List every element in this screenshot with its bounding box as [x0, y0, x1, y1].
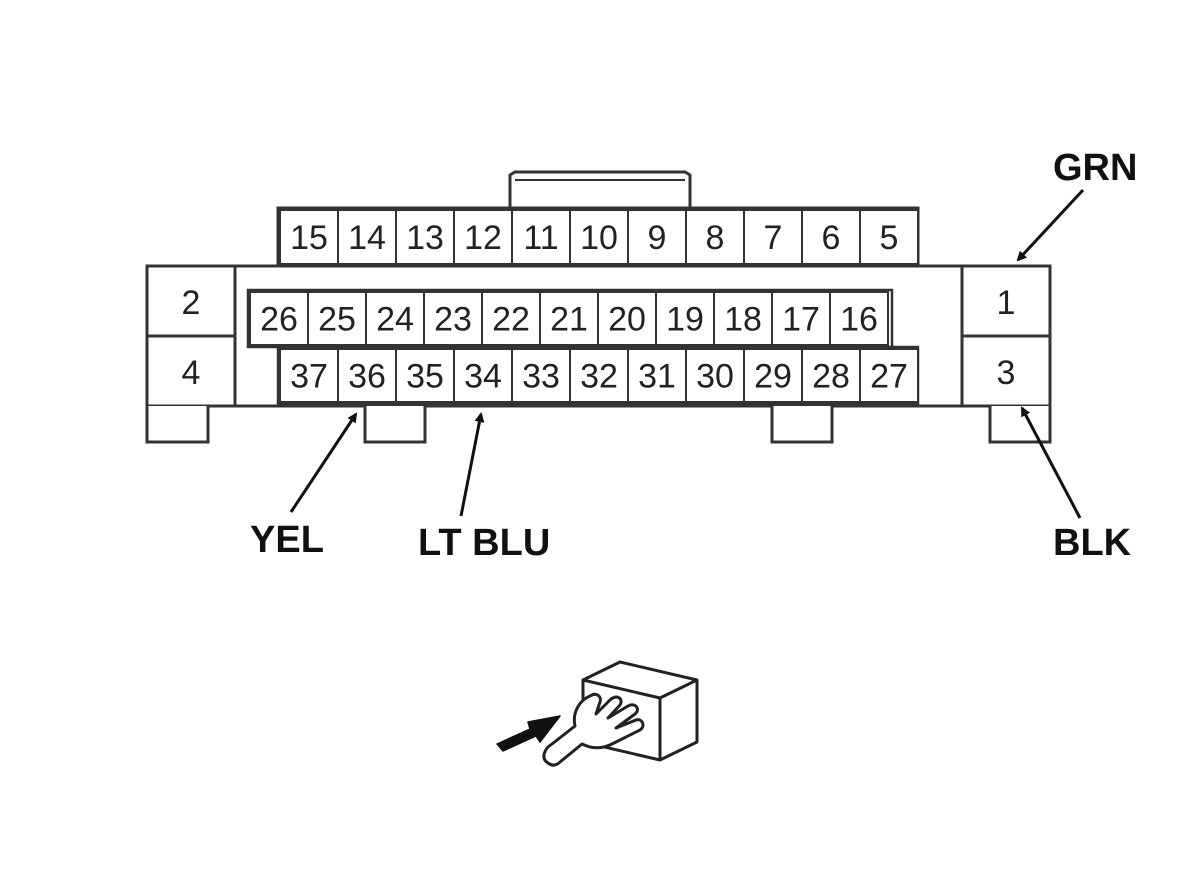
pin-cavity-8: [685, 209, 745, 265]
pin-6: 6: [822, 219, 841, 257]
hand-pushing-connector-icon: [496, 660, 699, 767]
pin-21: 21: [550, 301, 588, 339]
middle-row-pins: 26 25 24 23 22 21 20 19 18 17 16: [249, 291, 889, 346]
pin-cavity-19: [655, 291, 715, 346]
pin-cavity-30: [685, 348, 745, 403]
pin-32: 32: [580, 358, 618, 396]
pin-35: 35: [406, 358, 444, 396]
pin-23: 23: [434, 301, 472, 339]
pin-15: 15: [290, 219, 328, 257]
pin-12: 12: [464, 219, 502, 257]
pin-cavity-25: [307, 291, 367, 346]
wire-label-grn: GRN: [1053, 147, 1137, 189]
pin-cavity-26: [249, 291, 309, 346]
pin-cavity-36: [337, 348, 397, 403]
pin-cavity-5: [859, 209, 919, 265]
pin-cavity-23: [423, 291, 483, 346]
pin-27: 27: [870, 358, 908, 396]
lt-blu-arrow: [459, 412, 485, 517]
pin-cavity-16: [829, 291, 889, 346]
pin-cavity-34: [453, 348, 513, 403]
pin-cavity-24: [365, 291, 425, 346]
pin-33: 33: [522, 358, 560, 396]
pin-5: 5: [880, 219, 899, 257]
pin-7: 7: [764, 219, 783, 257]
wire-label-yel: YEL: [250, 519, 324, 561]
pin-34: 34: [464, 358, 502, 396]
pin-cavity-27: [859, 348, 919, 403]
pin-25: 25: [318, 301, 356, 339]
pin-cavity-20: [597, 291, 657, 346]
pin-cavity-32: [569, 348, 629, 403]
pin-31: 31: [638, 358, 676, 396]
pin-cavity-15: [279, 209, 339, 265]
callout-arrows: [289, 188, 1085, 519]
pin-cavity-28: [801, 348, 861, 403]
bottom-row-pins: 37 36 35 34 33 32 31 30 29 28 27: [279, 348, 919, 403]
pin-16: 16: [840, 301, 878, 339]
yel-arrow: [289, 412, 358, 513]
pin-36: 36: [348, 358, 386, 396]
pin-18: 18: [724, 301, 762, 339]
pin-cavity-9: [627, 209, 687, 265]
pin-28: 28: [812, 358, 850, 396]
pin-cavity-7: [743, 209, 803, 265]
pin-cavity-21: [539, 291, 599, 346]
pin-29: 29: [754, 358, 792, 396]
pin-cavity-10: [569, 209, 629, 265]
top-row-pins: 15 14 13 12 11 10 9 8 7 6 5: [279, 209, 919, 265]
pin-13: 13: [406, 219, 444, 257]
pin-26: 26: [260, 301, 298, 339]
pin-10: 10: [580, 219, 618, 257]
pin-cavity-35: [395, 348, 455, 403]
grn-arrow: [1016, 188, 1085, 262]
pin-2: 2: [182, 284, 201, 322]
pin-8: 8: [706, 219, 725, 257]
pin-1: 1: [997, 284, 1016, 322]
pin-9: 9: [648, 219, 667, 257]
pin-30: 30: [696, 358, 734, 396]
pin-cavity-33: [511, 348, 571, 403]
pin-24: 24: [376, 301, 414, 339]
blk-arrow: [1020, 406, 1082, 519]
wire-label-lt-blu: LT BLU: [418, 522, 550, 564]
pin-cavity-6: [801, 209, 861, 265]
pin-4: 4: [182, 354, 201, 392]
pin-19: 19: [666, 301, 704, 339]
pin-11: 11: [523, 219, 558, 257]
wire-label-blk: BLK: [1053, 522, 1132, 564]
pin-20: 20: [608, 301, 646, 339]
pin-cavity-13: [395, 209, 455, 265]
pin-cavity-17: [771, 291, 831, 346]
pin-cavity-18: [713, 291, 773, 346]
pin-14: 14: [348, 219, 386, 257]
pin-37: 37: [290, 358, 328, 396]
pin-cavity-14: [337, 209, 397, 265]
pin-17: 17: [782, 301, 820, 339]
pin-22: 22: [492, 301, 530, 339]
pin-3: 3: [997, 354, 1016, 392]
pin-cavity-12: [453, 209, 513, 265]
